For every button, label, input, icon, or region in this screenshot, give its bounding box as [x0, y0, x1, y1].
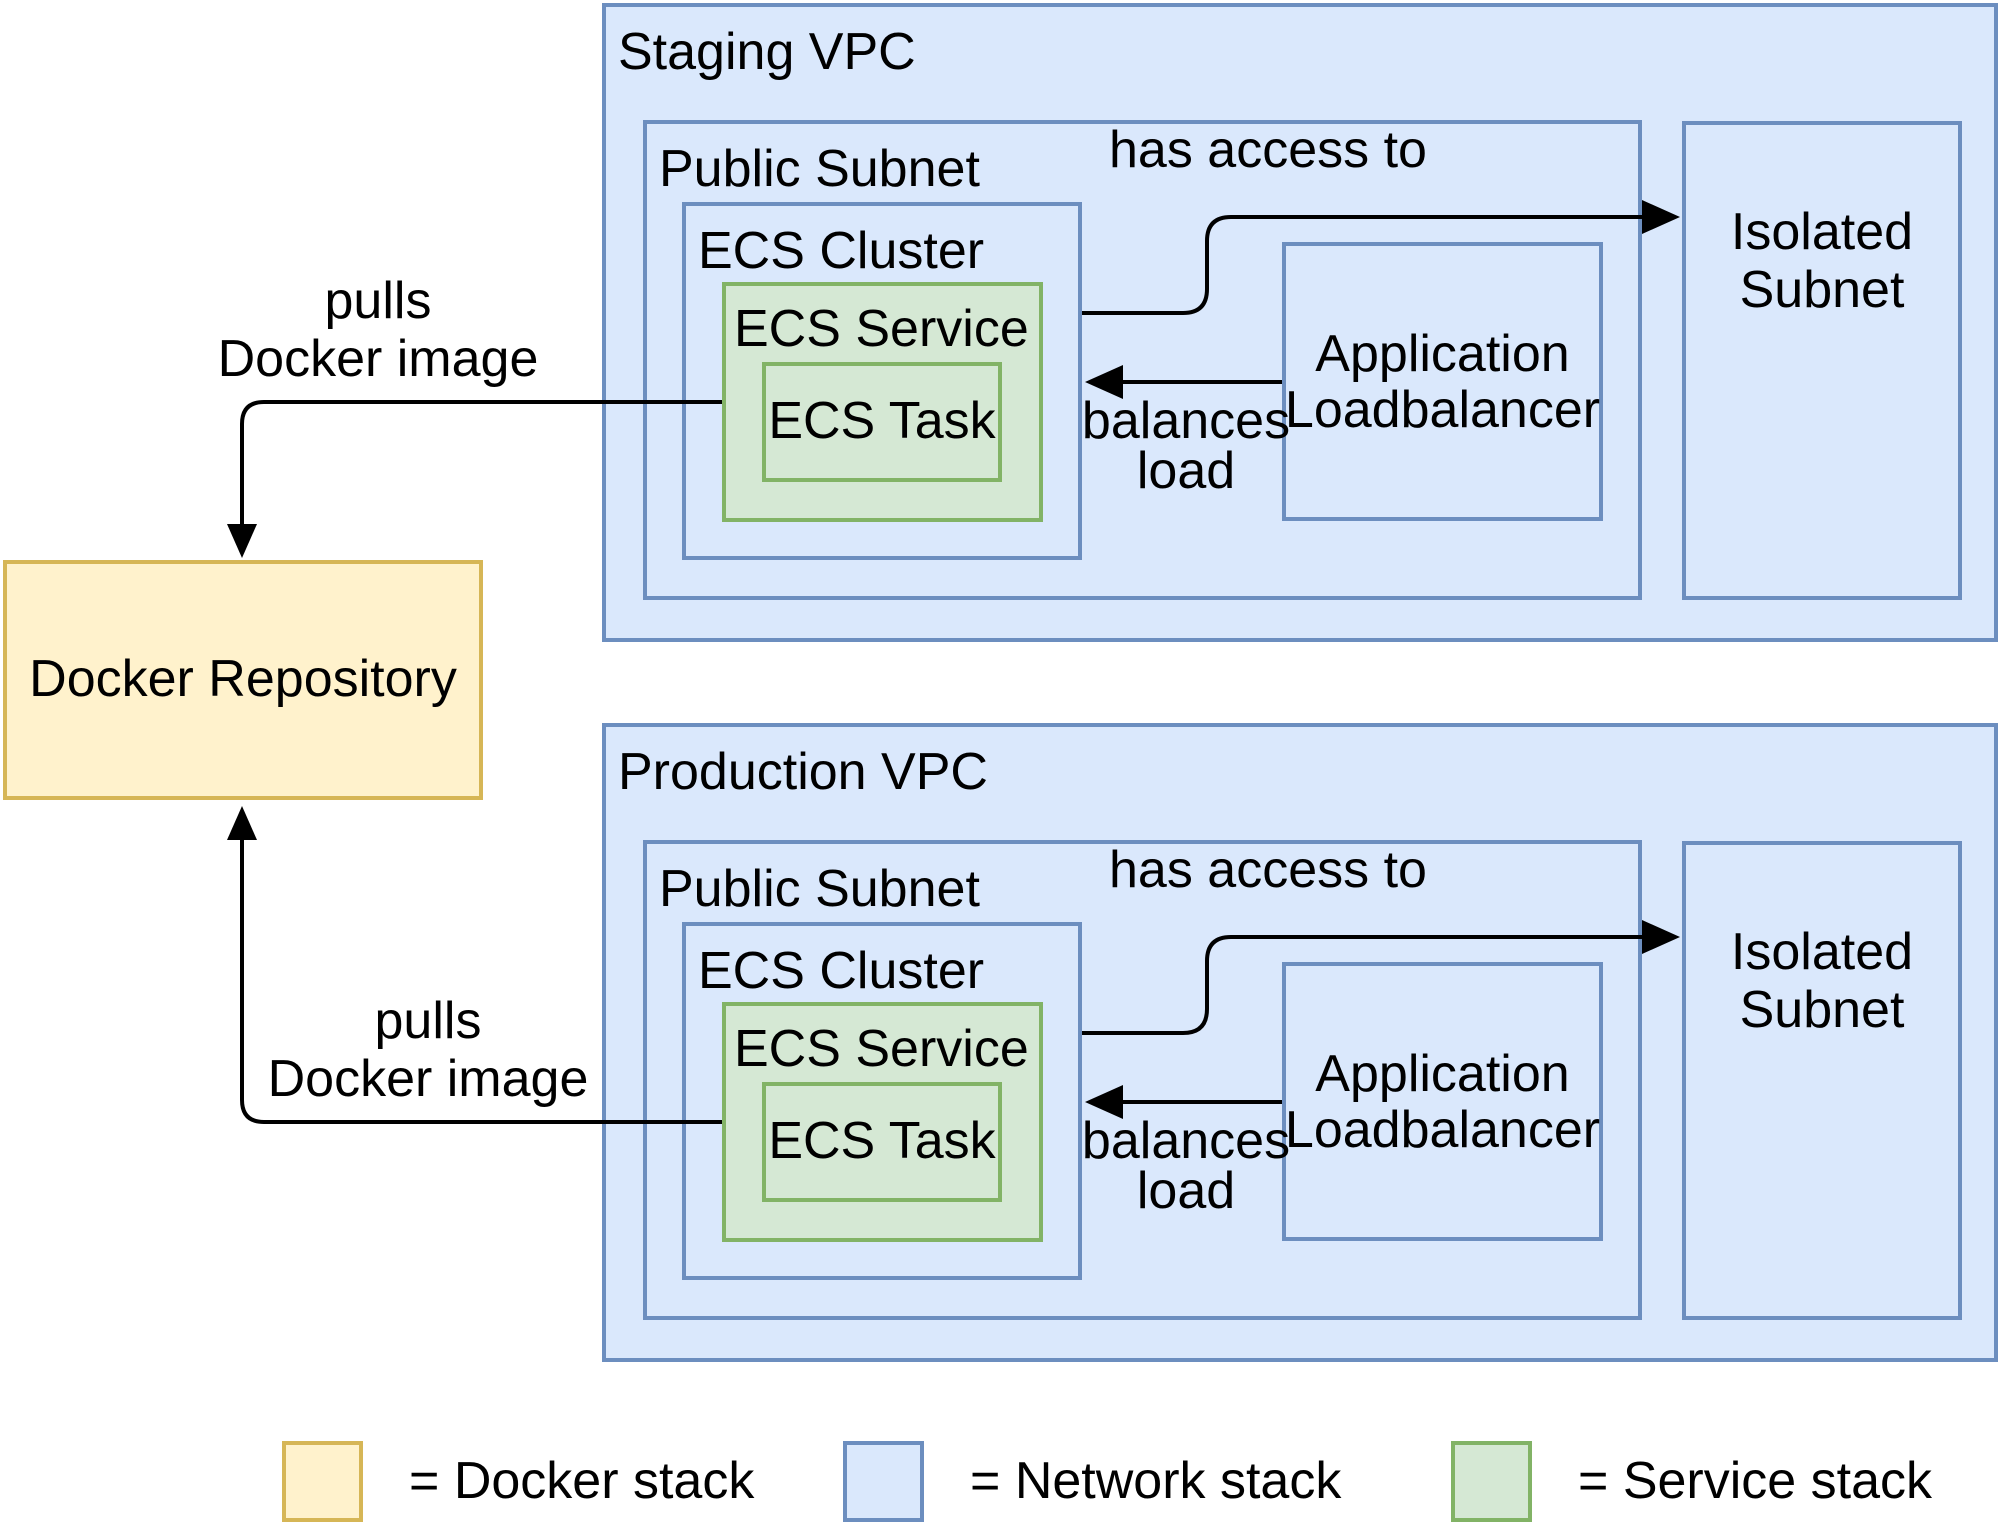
staging-isolated-subnet-label: Isolated Subnet [1730, 203, 1914, 319]
staging-public-subnet-label: Public Subnet [659, 140, 980, 198]
production-application-loadbalancer-label: Application Loadbalancer [1284, 1044, 1601, 1159]
legend-label-service: = Service stack [1578, 1451, 1933, 1510]
staging-vpc-label: Staging VPC [618, 23, 916, 81]
production-ecs-task-label: ECS Task [768, 1112, 996, 1171]
production-pulls-edge-label: pulls Docker image [267, 992, 589, 1108]
staging-balances-load-edge-label: balances load [1081, 392, 1291, 500]
legend-label-docker: = Docker stack [409, 1451, 755, 1510]
docker-repository-node: Docker Repository [3, 560, 483, 800]
production-ecs-cluster-label: ECS Cluster [698, 942, 985, 1000]
production-isolated-subnet-label: Isolated Subnet [1730, 923, 1914, 1039]
production-isolated-subnet: Isolated Subnet [1682, 841, 1962, 1320]
production-ecs-service-label: ECS Service [734, 1020, 1029, 1078]
legend-label-network: = Network stack [970, 1451, 1342, 1510]
staging-ecs-cluster-label: ECS Cluster [698, 222, 985, 280]
legend-swatch-network [843, 1441, 924, 1522]
docker-repository-label: Docker Repository [29, 650, 457, 709]
staging-application-loadbalancer-label: Application Loadbalancer [1284, 324, 1601, 439]
legend-swatch-docker [282, 1441, 363, 1522]
production-ecs-task: ECS Task [762, 1082, 1002, 1202]
production-public-subnet-label: Public Subnet [659, 860, 980, 918]
staging-ecs-task-label: ECS Task [768, 392, 996, 451]
legend-item-docker-stack: = Docker stack [282, 1441, 754, 1522]
legend-swatch-service [1451, 1441, 1532, 1522]
production-balances-load-edge-label: balances load [1081, 1112, 1291, 1220]
staging-pulls-edge-label: pulls Docker image [217, 272, 539, 388]
staging-ecs-service-label: ECS Service [734, 300, 1029, 358]
legend-item-network-stack: = Network stack [843, 1441, 1341, 1522]
production-has-access-edge-label: has access to [1109, 841, 1427, 899]
staging-has-access-edge-label: has access to [1109, 121, 1427, 179]
legend-item-service-stack: = Service stack [1451, 1441, 1932, 1522]
production-vpc-label: Production VPC [618, 743, 988, 801]
staging-isolated-subnet: Isolated Subnet [1682, 121, 1962, 600]
staging-ecs-task: ECS Task [762, 362, 1002, 482]
